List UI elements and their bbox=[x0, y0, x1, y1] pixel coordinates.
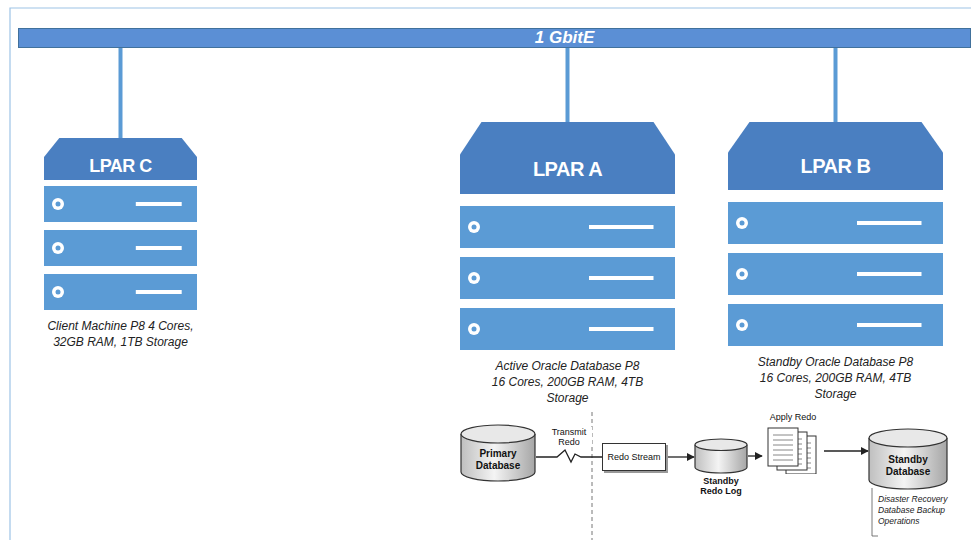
lpar-server: LPAR B Standby Oracle Database P8 16 Core… bbox=[728, 122, 943, 402]
server-led-core bbox=[740, 221, 745, 226]
server-led bbox=[736, 268, 748, 280]
cylinder-top bbox=[461, 425, 535, 443]
server-slot bbox=[857, 221, 922, 225]
database-cylinder: Primary Database bbox=[460, 424, 536, 482]
lpar-caption: Client Machine P8 4 Cores, 32GB RAM, 1TB… bbox=[38, 318, 203, 350]
server-slot bbox=[589, 327, 654, 331]
server-led bbox=[52, 286, 64, 298]
server-led-core bbox=[472, 276, 477, 281]
network-drop bbox=[834, 48, 838, 122]
server-slot bbox=[857, 272, 922, 276]
server-slot bbox=[136, 202, 182, 206]
band-label: 1 GbitE bbox=[535, 29, 595, 47]
redo-flow bbox=[666, 456, 694, 457]
lpar-server: LPAR A Active Oracle Database P8 16 Cores… bbox=[460, 122, 675, 406]
document-stack bbox=[762, 426, 824, 474]
document-line bbox=[773, 460, 793, 461]
server-led bbox=[736, 319, 748, 331]
network-band: 1 GbitE bbox=[18, 28, 971, 48]
apply-redo-icon: Apply Redo bbox=[762, 412, 824, 474]
server-unit bbox=[728, 304, 943, 346]
server-led-core bbox=[56, 202, 61, 207]
document-line bbox=[773, 440, 793, 441]
network-drop bbox=[566, 48, 570, 122]
server-led bbox=[468, 323, 480, 335]
lpar-title: LPAR A bbox=[533, 158, 602, 180]
document-line bbox=[773, 445, 793, 446]
log-name: Standby Redo Log bbox=[694, 476, 748, 496]
server-led bbox=[52, 198, 64, 210]
apply-label: Apply Redo bbox=[770, 412, 817, 423]
database-name: Standby Database bbox=[872, 454, 944, 478]
document-page bbox=[768, 428, 798, 466]
redo-flow bbox=[748, 455, 762, 456]
database-cylinder: Standby Redo Log bbox=[694, 438, 748, 496]
header-trapezoid bbox=[460, 122, 675, 194]
frame-border bbox=[10, 8, 971, 540]
server-unit bbox=[460, 206, 675, 248]
header-trapezoid bbox=[44, 138, 197, 180]
lpar-header: LPAR A bbox=[460, 122, 675, 194]
server-slot bbox=[136, 290, 182, 294]
redo-flow bbox=[824, 450, 868, 451]
document-line bbox=[773, 450, 793, 451]
lpar-caption: Standby Oracle Database P8 16 Cores, 200… bbox=[756, 354, 916, 402]
server-slot bbox=[857, 323, 922, 327]
server-led-core bbox=[472, 225, 477, 230]
server-unit bbox=[460, 308, 675, 350]
server-led-core bbox=[472, 327, 477, 332]
server-slot bbox=[589, 225, 654, 229]
server-slot bbox=[589, 276, 654, 280]
network-drop bbox=[119, 48, 123, 138]
lpar-title: LPAR B bbox=[801, 155, 871, 177]
server-unit bbox=[728, 253, 943, 295]
header-trapezoid bbox=[728, 122, 943, 190]
document-line bbox=[773, 455, 793, 456]
server-led-core bbox=[56, 246, 61, 251]
server-led bbox=[736, 217, 748, 229]
server-rows bbox=[460, 206, 675, 350]
cylinder-shape bbox=[694, 438, 748, 474]
server-led-core bbox=[740, 323, 745, 328]
server-led bbox=[468, 221, 480, 233]
cylinder-top bbox=[869, 429, 947, 447]
database-cylinder: Standby Database bbox=[868, 428, 948, 490]
lpar-header: LPAR C bbox=[44, 138, 197, 180]
server-led-core bbox=[740, 272, 745, 277]
lpar-server: LPAR CClient Machine P8 4 Cores, 32GB RA… bbox=[44, 138, 197, 350]
cylinder-top bbox=[695, 439, 747, 451]
server-unit bbox=[460, 257, 675, 299]
server-unit bbox=[44, 230, 197, 266]
stream-box: Redo Stream bbox=[602, 443, 666, 471]
lpar-caption: Active Oracle Database P8 16 Cores, 200G… bbox=[488, 358, 648, 406]
edge-label: Transmit Redo bbox=[546, 427, 592, 447]
server-led bbox=[52, 242, 64, 254]
database-name: Primary Database bbox=[464, 448, 532, 472]
server-led bbox=[468, 272, 480, 284]
callout-note: Disaster Recovery Database Backup Operat… bbox=[878, 494, 962, 527]
server-rows bbox=[44, 186, 197, 310]
server-unit bbox=[44, 274, 197, 310]
document-line bbox=[773, 435, 793, 436]
server-unit bbox=[728, 202, 943, 244]
lpar-title: LPAR C bbox=[89, 156, 152, 176]
callout-bracket bbox=[872, 488, 878, 536]
server-led-core bbox=[56, 290, 61, 295]
stream-label: Redo Stream bbox=[607, 452, 660, 463]
lpar-header: LPAR B bbox=[728, 122, 943, 190]
server-unit bbox=[44, 186, 197, 222]
cylinder-holder bbox=[694, 438, 748, 474]
redo-flow bbox=[536, 450, 602, 462]
server-slot bbox=[136, 246, 182, 250]
server-rows bbox=[728, 202, 943, 346]
